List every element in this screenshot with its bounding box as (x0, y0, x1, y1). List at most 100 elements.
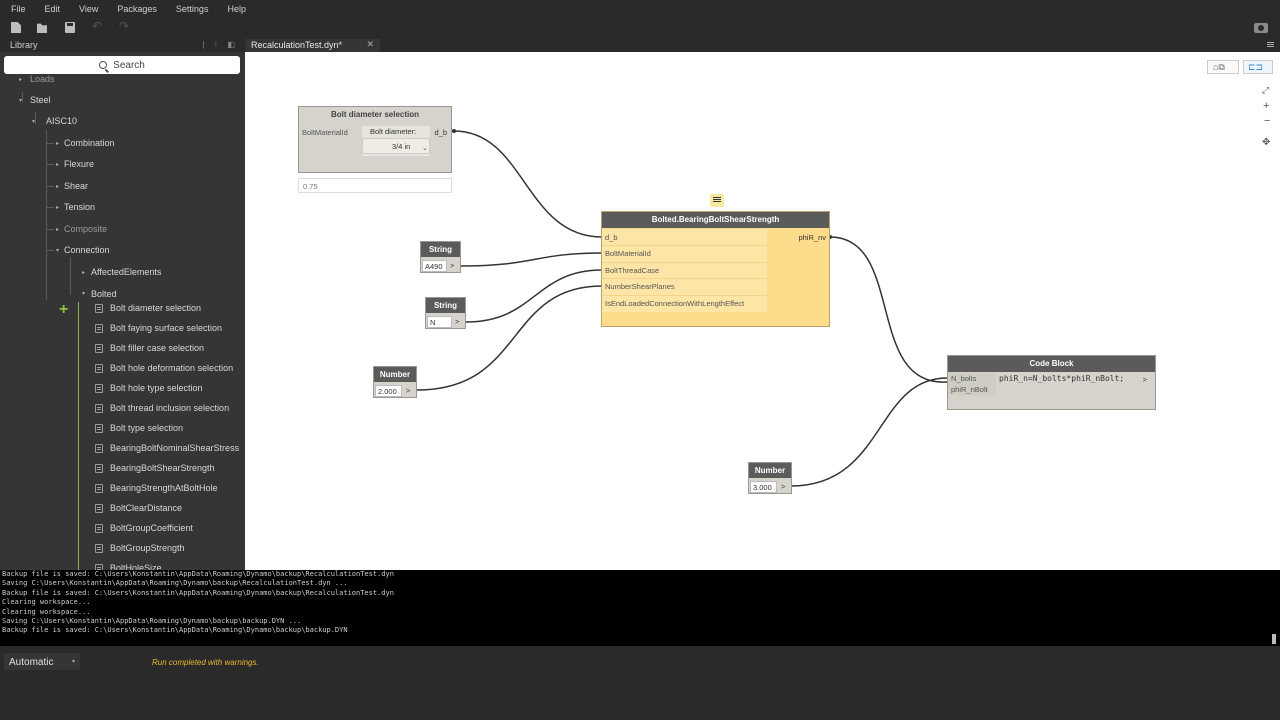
menu-settings[interactable]: Settings (175, 3, 209, 14)
library-node-item[interactable]: BoltClearDistance (110, 503, 183, 513)
graph-view-button[interactable]: ⊏⊐ (1243, 60, 1273, 74)
string-value-field[interactable]: A490 (422, 260, 447, 272)
node-number-shear-planes[interactable]: Number 2.000 > (373, 366, 417, 398)
library-node-item[interactable]: Bolt hole type selection (110, 383, 203, 393)
library-node-item[interactable]: Bolt filler case selection (110, 343, 205, 353)
dropdown-value: 3/4 in (392, 142, 411, 151)
wire-layer (416, 129, 948, 487)
zoom-out-icon[interactable]: − (1264, 115, 1271, 127)
menu-help[interactable]: Help (227, 3, 246, 14)
add-node-icon[interactable]: + (59, 301, 69, 318)
collapse-arrow-icon[interactable]: ▸ (82, 270, 86, 276)
tab-menu-icon[interactable] (1267, 42, 1274, 43)
expand-arrow-icon[interactable]: ▾ (19, 98, 23, 104)
pan-icon[interactable]: ✥ (1262, 137, 1271, 148)
input-port-is-end-loaded[interactable]: IsEndLoadedConnectionWithLengthEffect (605, 299, 745, 308)
collapse-arrow-icon[interactable]: ▸ (56, 205, 60, 211)
redo-icon[interactable]: ↷ (119, 19, 130, 33)
number-value-field[interactable]: 3.000 (750, 481, 777, 493)
node-string-material[interactable]: String A490 > (420, 241, 461, 273)
expand-arrow-icon[interactable]: ▾ (82, 291, 86, 297)
new-file-icon[interactable] (11, 22, 21, 33)
menu-edit[interactable]: Edit (44, 3, 61, 14)
library-node-item[interactable]: Bolt hole deformation selection (110, 363, 234, 373)
tab-recalculation-test[interactable]: RecalculationTest.dyn* ✕ (245, 39, 380, 52)
output-port-db[interactable]: d_b (434, 128, 447, 137)
tree-item-loads[interactable]: Loads (30, 74, 55, 84)
output-port[interactable]: > (450, 261, 455, 270)
library-node-item[interactable]: Bolt faying surface selection (110, 323, 223, 333)
output-port[interactable]: > (406, 386, 411, 395)
output-port-phir-nv[interactable]: phiR_nv (798, 233, 826, 242)
collapse-arrow-icon[interactable]: ▸ (56, 162, 60, 168)
open-folder-icon[interactable] (37, 23, 47, 33)
number-value-field[interactable]: 2.000 (375, 385, 402, 397)
node-number-bolts[interactable]: Number 3.000 > (748, 462, 792, 494)
library-node-item[interactable]: Bolt thread inclusion selection (110, 403, 230, 413)
collapse-arrow-icon[interactable]: ▸ (19, 77, 23, 83)
library-node-item[interactable]: BearingBoltNominalShearStress (110, 443, 240, 453)
node-string-thread-case[interactable]: String N > (425, 297, 466, 329)
input-port-bolt-material-id[interactable]: BoltMaterialId (605, 249, 651, 258)
node-bolt-diameter-selection[interactable]: Bolt diameter selection BoltMaterialId B… (298, 106, 452, 173)
library-node-item[interactable]: BoltHoleSize (110, 563, 162, 570)
tree-item-connection[interactable]: Connection (64, 245, 110, 255)
collapse-arrow-icon[interactable]: ▸ (56, 141, 60, 147)
input-port-db[interactable]: d_b (605, 233, 618, 242)
run-status-message: Run completed with warnings. (152, 658, 259, 667)
close-icon[interactable]: ✕ (366, 39, 374, 49)
library-node-item[interactable]: BearingBoltShearStrength (110, 463, 215, 473)
console-scrollbar[interactable] (1272, 634, 1276, 644)
node-info-icon[interactable] (710, 194, 724, 207)
library-header: Library | ⁝ ◧ (0, 39, 245, 52)
tree-item-tension[interactable]: Tension (64, 202, 96, 212)
zoom-in-icon[interactable]: + (1263, 100, 1270, 112)
fit-view-icon[interactable]: ⤢ (1262, 85, 1270, 95)
output-port[interactable]: > (455, 317, 460, 326)
library-node-item[interactable]: Bolt diameter selection (110, 303, 202, 313)
expand-arrow-icon[interactable]: ▾ (56, 248, 60, 254)
graph-canvas[interactable]: Bolt diameter selection BoltMaterialId B… (245, 52, 1280, 570)
tree-item-aisc10[interactable]: AISC10 (46, 116, 78, 126)
camera-icon[interactable] (1254, 23, 1268, 33)
bolt-diameter-dropdown[interactable]: 3/4 in ⌄ (362, 138, 430, 154)
output-port[interactable]: > (1142, 375, 1147, 384)
menu-file[interactable]: File (11, 3, 26, 14)
geometry-view-button[interactable]: ⌂⧉ (1207, 60, 1239, 74)
save-icon[interactable] (65, 22, 75, 33)
input-port-number-shear-planes[interactable]: NumberShearPlanes (605, 282, 675, 291)
tree-item-shear[interactable]: Shear (64, 181, 89, 191)
library-node-item[interactable]: BoltGroupCoefficient (110, 523, 193, 533)
console-line: Clearing workspace... (2, 598, 91, 607)
expand-arrow-icon[interactable]: ▾ (32, 119, 36, 125)
tree-item-flexure[interactable]: Flexure (64, 159, 95, 169)
output-port[interactable]: > (781, 482, 786, 491)
collapse-arrow-icon[interactable]: ▸ (56, 184, 60, 190)
tree-item-composite[interactable]: Composite (64, 224, 108, 234)
menu-packages[interactable]: Packages (117, 3, 157, 14)
wire-phir-nv (829, 236, 948, 383)
collapse-arrow-icon[interactable]: ▸ (56, 227, 60, 233)
search-input[interactable]: Search (4, 56, 240, 74)
undo-icon[interactable]: ↶ (92, 19, 103, 33)
string-value-field[interactable]: N (427, 316, 452, 328)
run-mode-dropdown[interactable]: Automatic ▾ (3, 652, 81, 671)
node-code-block[interactable]: Code Block N_bolts phiR_nBolt phiR_n=N_b… (947, 355, 1156, 410)
input-ports-panel (602, 229, 767, 312)
input-port-phir-nbolt[interactable]: phiR_nBolt (951, 385, 988, 394)
node-template-icon (95, 324, 103, 333)
library-node-item[interactable]: BearingStrengthAtBoltHole (110, 483, 218, 493)
library-node-item[interactable]: BoltGroupStrength (110, 543, 185, 553)
tree-item-steel[interactable]: Steel (30, 95, 51, 105)
library-node-item[interactable]: Bolt type selection (110, 423, 184, 433)
code-editor[interactable]: phiR_n=N_bolts*phiR_nBolt; (999, 374, 1125, 383)
tree-item-combination[interactable]: Combination (64, 138, 115, 148)
tree-item-affected-elements[interactable]: AffectedElements (91, 267, 162, 277)
library-panel-controls[interactable]: | ⁝ ◧ (202, 40, 239, 49)
input-port-bolt-thread-case[interactable]: BoltThreadCase (605, 266, 660, 275)
tree-item-bolted[interactable]: Bolted (91, 289, 117, 299)
input-port-bolt-material-id[interactable]: BoltMaterialId (302, 128, 348, 137)
input-port-n-bolts[interactable]: N_bolts (951, 374, 977, 383)
menu-view[interactable]: View (79, 3, 99, 14)
node-bearing-bolt-shear-strength[interactable]: Bolted.BearingBoltShearStrength d_b Bolt… (601, 211, 830, 327)
